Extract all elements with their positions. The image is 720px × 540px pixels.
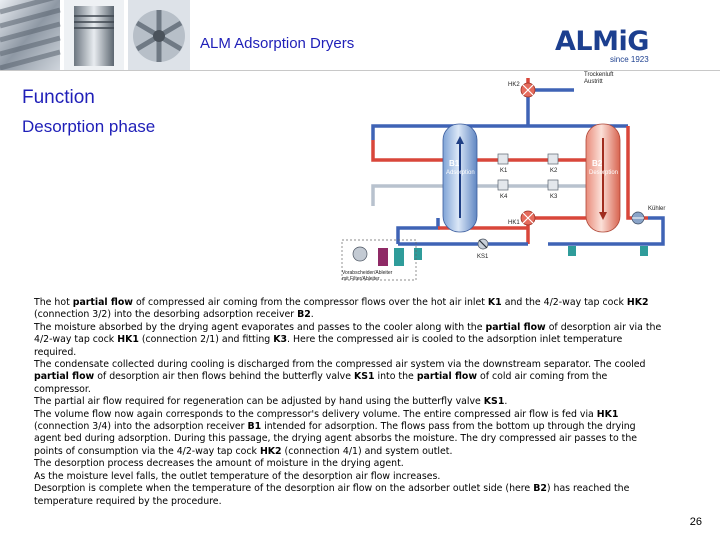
- emphasis-text: HK2: [259, 445, 282, 457]
- paragraph-text: of cold air coming from the compressor.: [34, 371, 608, 395]
- description-paragraph: The moisture absorbed by the drying agen…: [34, 322, 664, 359]
- label-separator-1: Vorabscheider/Ableiter: [342, 270, 393, 276]
- label-b1: B1: [449, 159, 460, 168]
- pipe-network: [371, 78, 665, 246]
- fan-wheel-photo: [128, 0, 190, 70]
- paragraph-text: (connection 3/2) into the desorbing adso…: [34, 309, 298, 321]
- description-paragraph: The condensate collected during cooling …: [34, 359, 664, 396]
- paragraph-text: of compressed air coming from the compre…: [132, 297, 488, 308]
- label-hk1: HK1: [508, 220, 520, 226]
- paragraph-text: .: [504, 396, 508, 408]
- label-cooler: Kühler: [648, 206, 665, 212]
- paragraph-text: (connection 2/1) and fitting: [138, 334, 274, 346]
- description-paragraph: The volume flow now again corresponds to…: [34, 409, 664, 459]
- label-separator-2: mit Filter/Ableiter: [342, 276, 380, 282]
- paragraph-text: of desorption air via the 4/2-way tap co…: [34, 321, 662, 346]
- header-divider: [0, 70, 720, 71]
- header-title: ALM Adsorption Dryers: [200, 35, 355, 52]
- paragraph-text: into the: [374, 371, 417, 383]
- paragraph-text: The desorption process decreases the amo…: [34, 458, 404, 470]
- description-paragraph: As the moisture level falls, the outlet …: [34, 471, 664, 483]
- paragraph-text: The moisture absorbed by the drying agen…: [34, 321, 486, 333]
- label-k1: K1: [500, 168, 508, 174]
- desorption-flow-diagram: B1 Adsorption B2 Desorption HK2 HK1 K1 K…: [341, 72, 665, 282]
- page-number: 26: [689, 516, 702, 528]
- emphasis-text: HK1: [117, 334, 139, 346]
- emphasis-text: K1: [487, 297, 502, 308]
- emphasis-text: partial flow: [34, 371, 95, 383]
- pre-separator-inset: [341, 239, 417, 281]
- emphasis-text: B1: [247, 421, 262, 433]
- paragraph-text: .: [310, 309, 314, 321]
- description-paragraph: Desorption is complete when the temperat…: [34, 483, 664, 508]
- paragraph-text: The partial air flow required for regene…: [34, 396, 484, 408]
- receiver-b2: [585, 123, 621, 233]
- label-b1-sub: Adsorption: [446, 170, 475, 176]
- emphasis-text: partial flow: [485, 321, 546, 333]
- header-photo-strip: [0, 0, 190, 70]
- paragraph-text: Desorption is complete when the temperat…: [34, 483, 534, 495]
- emphasis-text: partial flow: [72, 297, 133, 308]
- paragraph-text: The condensate collected during cooling …: [34, 359, 646, 371]
- emphasis-text: B2: [533, 483, 547, 495]
- brand-tagline: since 1923: [610, 55, 649, 64]
- description-paragraph: The hot partial flow of compressed air c…: [34, 297, 664, 322]
- piston-photo: [64, 0, 124, 70]
- drain-separators: [414, 246, 648, 260]
- description-paragraph: The desorption process decreases the amo…: [34, 458, 664, 470]
- receiver-b1: [442, 123, 478, 233]
- brand-logo: ALMiG since 1923: [555, 26, 715, 66]
- screw-rotor-photo: [0, 0, 61, 70]
- paragraph-text: The hot: [34, 297, 73, 308]
- label-k4: K4: [500, 194, 508, 200]
- cooler-unit: [631, 211, 645, 225]
- paragraph-text: of desorption air then flows behind the …: [94, 371, 354, 383]
- paragraph-text: The volume flow now again corresponds to…: [34, 408, 597, 420]
- slide-heading: Function: [22, 87, 95, 108]
- label-b2: B2: [592, 159, 603, 168]
- paragraph-text: (connection 3/4) into the adsorption rec…: [34, 421, 248, 433]
- emphasis-text: partial flow: [416, 371, 478, 383]
- emphasis-text: HK2: [626, 297, 649, 308]
- tap-cock-hk1: [520, 210, 536, 226]
- tap-cock-hk2: [520, 82, 536, 98]
- paragraph-text: intended for adsorption. The flows pass …: [34, 421, 638, 457]
- description-text: The hot partial flow of compressed air c…: [34, 297, 664, 508]
- paragraph-text: and the 4/2-way tap cock: [501, 297, 627, 308]
- paragraph-text: . Here the compressed air is cooled to t…: [34, 334, 623, 358]
- paragraph-text: (connection 4/1) and system outlet.: [281, 445, 453, 457]
- paragraph-text: ) has reached the temperature required b…: [34, 483, 630, 507]
- label-ks1: KS1: [477, 254, 489, 260]
- label-outlet-2: Austritt: [584, 79, 603, 85]
- slide-subheading: Desorption phase: [22, 117, 156, 136]
- check-valves: [497, 153, 559, 191]
- emphasis-text: KS1: [483, 396, 505, 408]
- emphasis-text: HK1: [596, 408, 619, 420]
- label-k2: K2: [550, 168, 558, 174]
- label-outlet-1: Trockenluft: [584, 72, 614, 78]
- emphasis-text: K3: [273, 334, 288, 346]
- emphasis-text: KS1: [353, 371, 375, 383]
- paragraph-text: As the moisture level falls, the outlet …: [34, 470, 441, 482]
- label-k3: K3: [550, 194, 558, 200]
- label-hk2: HK2: [508, 82, 520, 88]
- description-paragraph: The partial air flow required for regene…: [34, 396, 664, 408]
- label-b2-sub: Desorption: [589, 170, 618, 176]
- emphasis-text: B2: [297, 309, 311, 321]
- brand-wordmark: ALMiG: [555, 26, 649, 57]
- butterfly-valve-ks1: [477, 238, 489, 250]
